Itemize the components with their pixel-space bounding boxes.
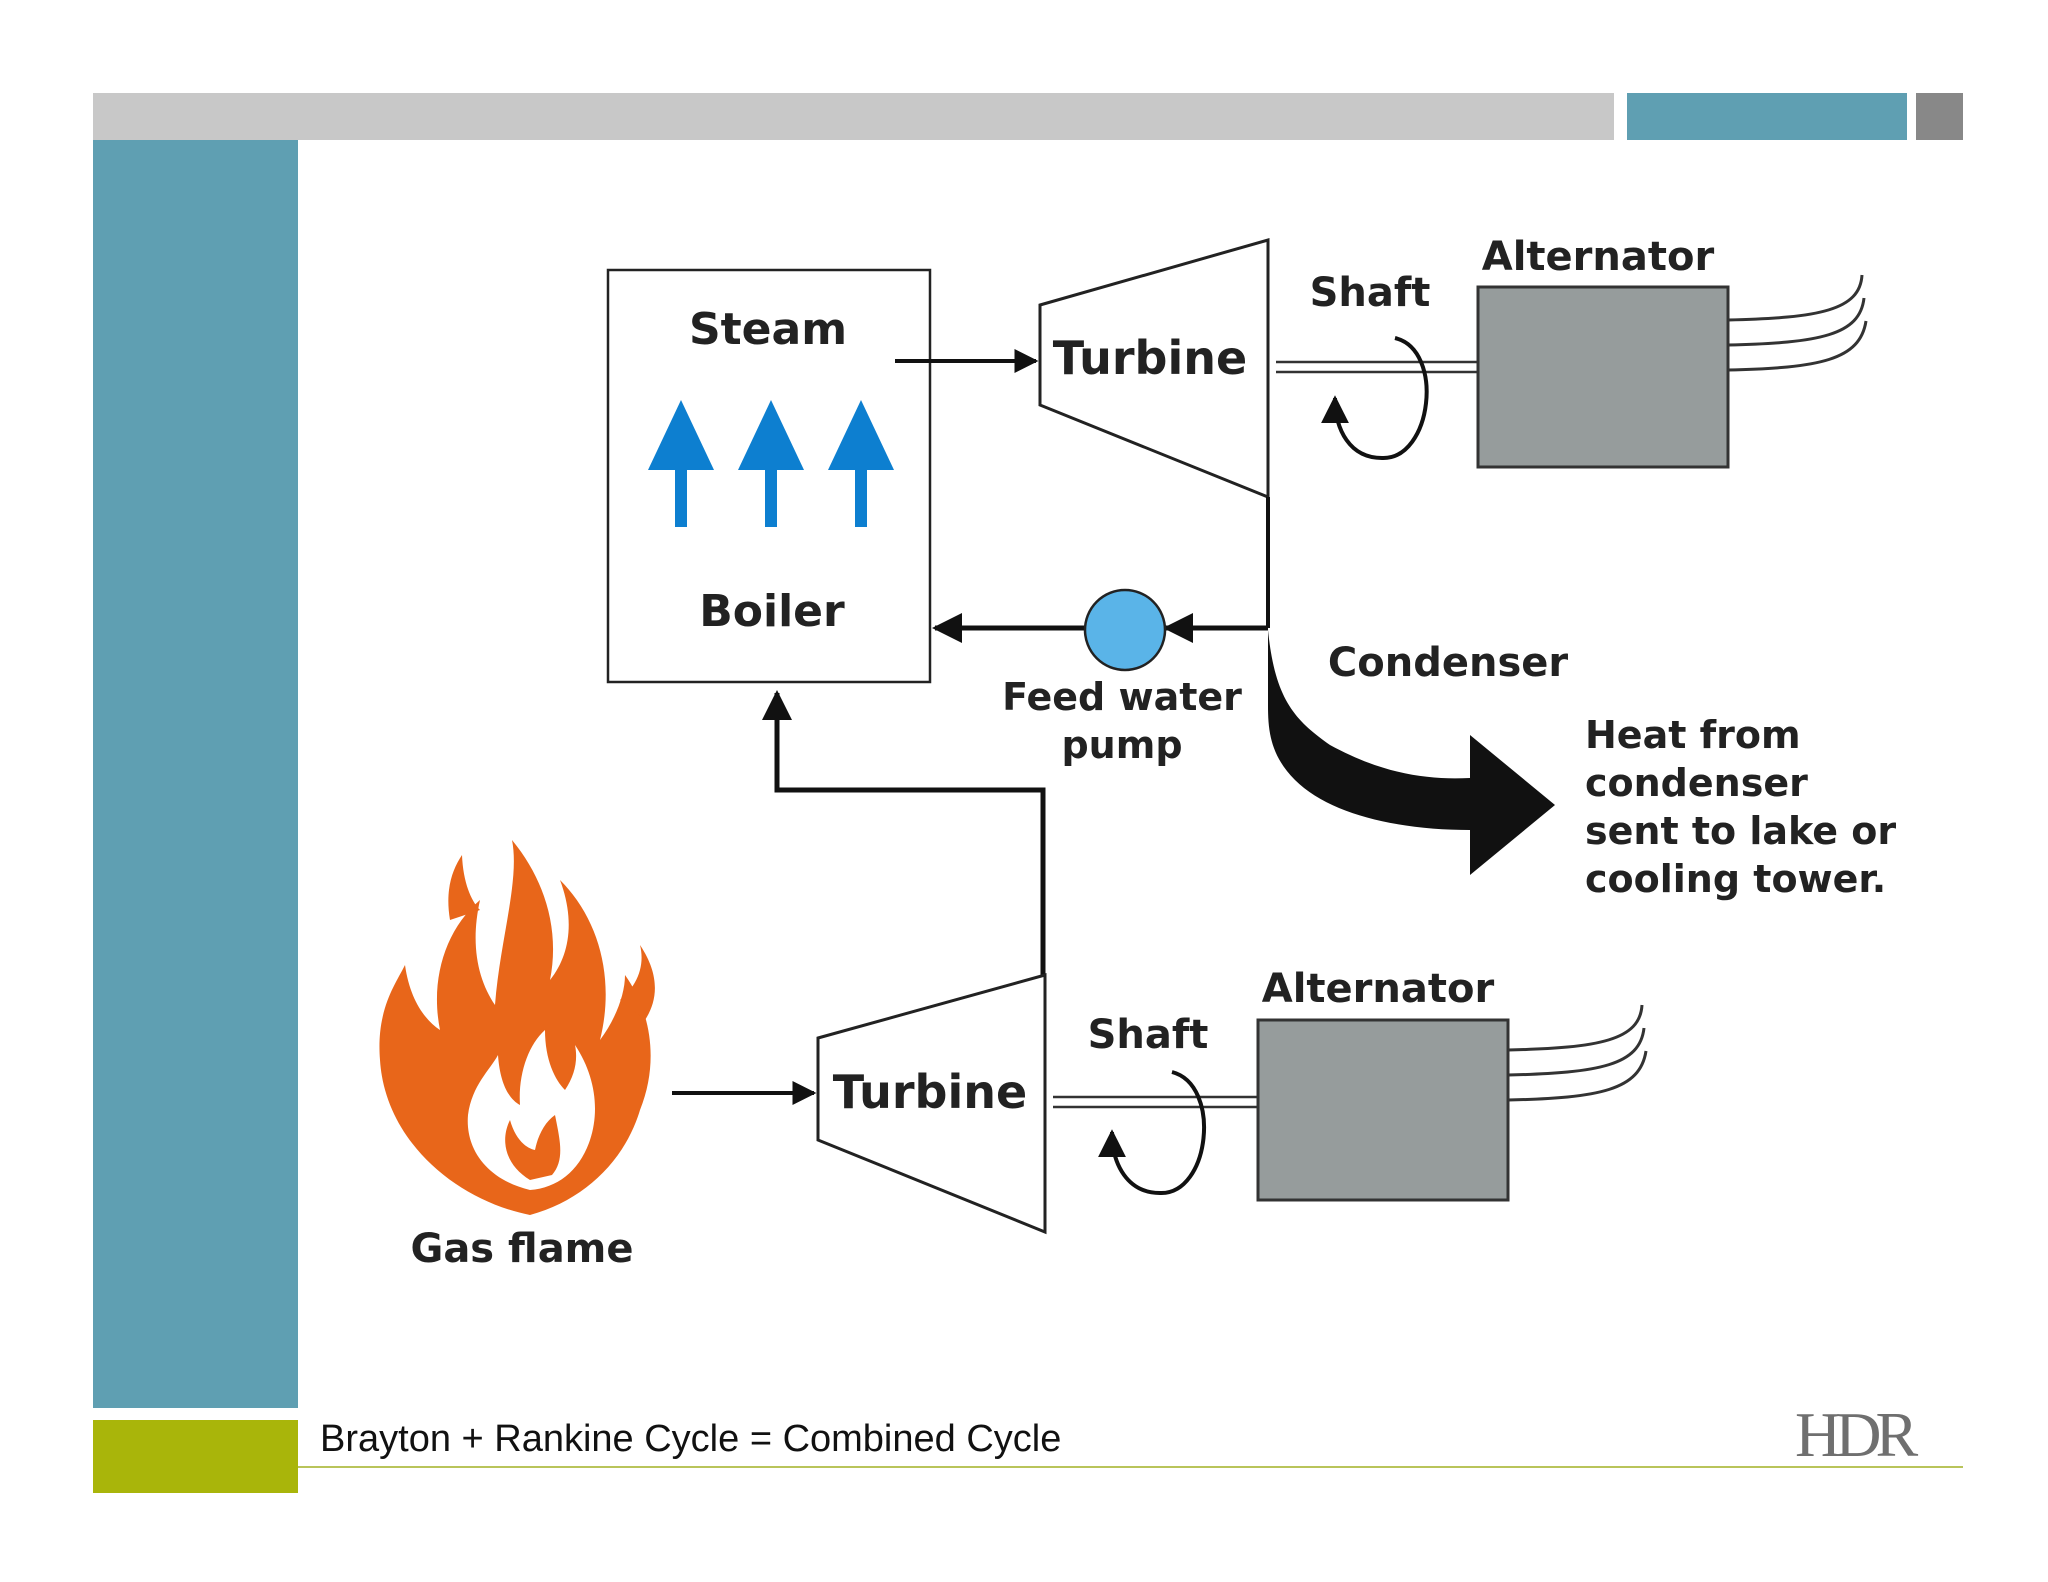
exhaust-to-boiler-arrow bbox=[762, 690, 1046, 975]
rotation-bottom-icon bbox=[1098, 1070, 1206, 1196]
alternator-bottom-label: Alternator bbox=[1262, 966, 1495, 1012]
heat-line2: condenser bbox=[1585, 761, 1808, 805]
alternator-bottom-box bbox=[1256, 1018, 1510, 1202]
rotation-top-icon bbox=[1321, 336, 1429, 461]
turbine-bottom-shape bbox=[816, 973, 1047, 1235]
boiler-steam-label: Steam bbox=[689, 304, 847, 355]
alternator-top-wires bbox=[1727, 274, 1868, 372]
hdr-logo: HDR bbox=[1795, 1399, 1918, 1470]
alternator-top-label: Alternator bbox=[1482, 234, 1715, 280]
alternator-top-box bbox=[1476, 285, 1730, 469]
pump-label-line1: Feed water bbox=[1002, 675, 1242, 719]
gas-flame-icon bbox=[379, 840, 655, 1215]
heat-line3: sent to lake or bbox=[1585, 809, 1896, 853]
sidebar-green bbox=[93, 1420, 298, 1493]
heat-line4: cooling tower. bbox=[1585, 857, 1886, 901]
pump-label-line2: pump bbox=[1061, 723, 1182, 767]
header-bar-gray bbox=[93, 93, 1614, 140]
shaft-top-label: Shaft bbox=[1310, 270, 1431, 316]
slide-caption: Brayton + Rankine Cycle = Combined Cycle bbox=[320, 1418, 1062, 1460]
gas-flame-label: Gas flame bbox=[410, 1226, 633, 1272]
feed-water-pump-icon bbox=[1083, 588, 1167, 672]
alternator-bottom-wires bbox=[1507, 1004, 1648, 1102]
condenser-heat-arrow-icon bbox=[1268, 630, 1555, 875]
steam-arrows-icon bbox=[648, 400, 894, 527]
header-bar-dark bbox=[1916, 93, 1963, 140]
footer-rule bbox=[298, 1466, 1963, 1468]
header-bar-teal bbox=[1627, 93, 1907, 140]
heat-line1: Heat from bbox=[1585, 713, 1801, 757]
shaft-bottom-label: Shaft bbox=[1088, 1012, 1209, 1058]
boiler-label: Boiler bbox=[699, 586, 845, 637]
turbine-bottom-label: Turbine bbox=[833, 1065, 1027, 1119]
sidebar-teal bbox=[93, 140, 298, 1408]
turbine-top-label: Turbine bbox=[1053, 331, 1247, 385]
condenser-label: Condenser bbox=[1328, 640, 1568, 686]
